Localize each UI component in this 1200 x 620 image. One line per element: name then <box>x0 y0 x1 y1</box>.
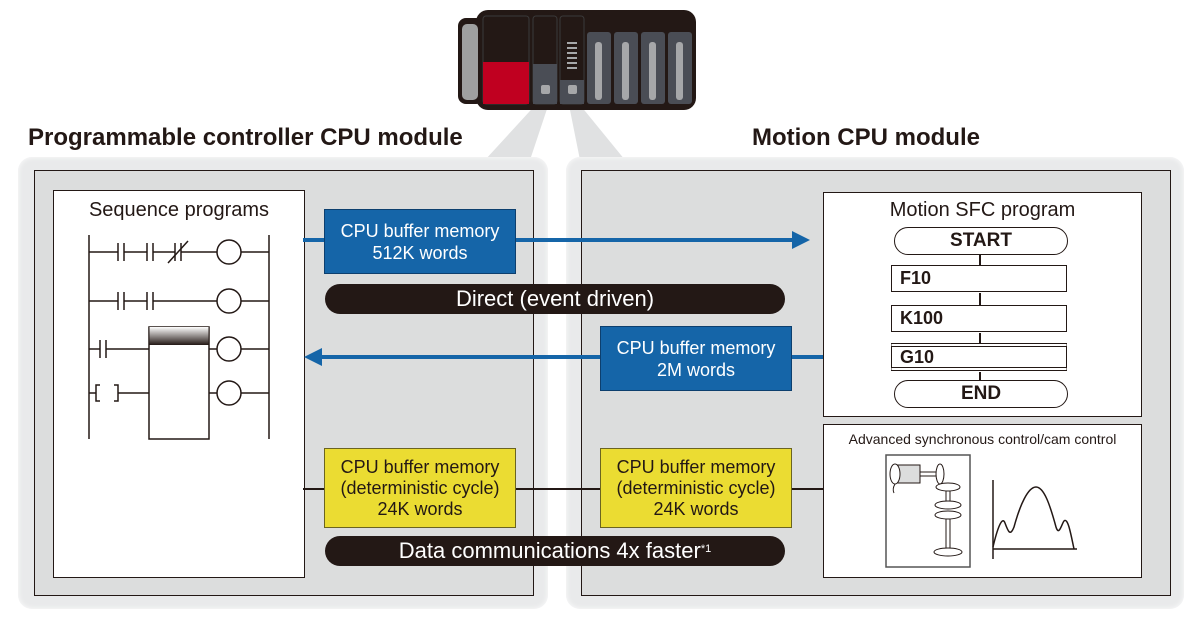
io-modules <box>587 32 692 104</box>
sequence-programs-box: Sequence programs <box>53 190 305 578</box>
sfc-step-k100: K100 <box>891 305 1067 332</box>
motion-cycle-buffer-type: (deterministic cycle) <box>616 477 776 498</box>
plc-cycle-buffer-label: CPU buffer memory <box>340 456 500 477</box>
motion-module-title: Motion CPU module <box>752 124 980 151</box>
plc-cycle-buffer-type: (deterministic cycle) <box>340 477 500 498</box>
buffer-2m-box: CPU buffer memory 2M words <box>600 326 792 391</box>
sfc-connector <box>979 255 981 265</box>
motion-cycle-buffer-box: CPU buffer memory (deterministic cycle) … <box>600 448 792 528</box>
plc-module-title: Programmable controller CPU module <box>28 124 463 151</box>
buffer-2m-size: 2M words <box>656 359 736 380</box>
sequence-programs-title: Sequence programs <box>88 199 270 221</box>
sfc-start: START <box>894 227 1068 255</box>
sfc-step-g10: G10 <box>891 343 1067 371</box>
footnote-marker: *1 <box>700 543 712 555</box>
sfc-connector <box>979 372 981 380</box>
plc-cycle-buffer-size: 24K words <box>377 498 463 519</box>
data-comm-faster-pill: Data communications 4x faster*1 <box>325 536 785 566</box>
plc-hardware-illustration <box>458 10 696 160</box>
motion-cycle-buffer-size: 24K words <box>653 498 739 519</box>
sfc-connector <box>979 333 981 343</box>
sfc-connector <box>979 293 981 305</box>
buffer-512k-box: CPU buffer memory 512K words <box>324 209 516 274</box>
advanced-sync-box: Advanced synchronous control/cam control <box>823 424 1142 578</box>
motion-sfc-title: Motion SFC program <box>889 199 1076 221</box>
sfc-end: END <box>894 380 1068 408</box>
power-module <box>462 24 478 100</box>
motion-sfc-box: Motion SFC program START F10 K100 G10 EN… <box>823 192 1142 417</box>
buffer-512k-size: 512K words <box>372 242 468 263</box>
data-comm-faster-label: Data communications 4x faster <box>398 538 701 563</box>
buffer-512k-label: CPU buffer memory <box>340 220 500 241</box>
sfc-step-f10: F10 <box>891 265 1067 292</box>
direct-event-driven-pill: Direct (event driven) <box>325 284 785 314</box>
servo-mechanism-icon <box>885 454 971 568</box>
ladder-diagram <box>88 235 270 440</box>
buffer-2m-label: CPU buffer memory <box>616 337 776 358</box>
motion-cycle-buffer-label: CPU buffer memory <box>616 456 776 477</box>
callout-right <box>568 100 625 160</box>
function-block-header <box>149 327 209 345</box>
callout-left <box>485 100 550 160</box>
plc-cycle-buffer-box: CPU buffer memory (deterministic cycle) … <box>324 448 516 528</box>
advanced-sync-title: Advanced synchronous control/cam control <box>848 431 1117 447</box>
cam-profile-graph <box>992 480 1077 559</box>
